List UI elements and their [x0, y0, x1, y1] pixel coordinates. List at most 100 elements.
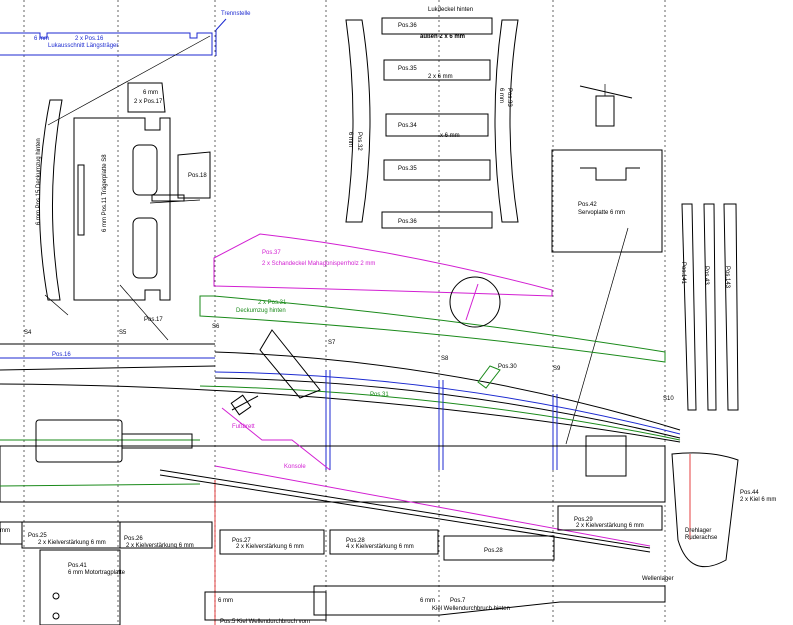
- konsole-outline: [221, 407, 331, 471]
- pos7-label: Pos.7: [450, 598, 466, 604]
- pos141-stringer: [681, 203, 697, 411]
- mid-x6-label: x 6 mm: [440, 133, 460, 139]
- pos27-desc-label: 2 x Kielverstärkung 6 mm: [236, 544, 304, 550]
- pos31-desc-label: Deckumzug hinten: [236, 308, 286, 314]
- pos41-desc-label: 6 mm Motortragplatte: [68, 570, 126, 576]
- pos5-label: Pos.5 Kiel Wellendurchbruch vorn: [220, 619, 310, 625]
- drehlager-label: Drehlager: [685, 528, 711, 534]
- station-s4-label: S4: [24, 330, 32, 336]
- pos42-label: Pos.42: [578, 202, 597, 208]
- pos29-label: Pos.29: [574, 517, 593, 523]
- pos44-desc-label: 2 x Kiel 6 mm: [740, 497, 776, 503]
- pos11-part-outline: [73, 117, 171, 301]
- pos28a-desc-label: 4 x Kielverstärkung 6 mm: [346, 544, 414, 550]
- pos28a-part: [329, 529, 439, 555]
- pos7-mm-label: 6 mm: [420, 598, 435, 604]
- pos41-label: Pos.41: [68, 563, 87, 569]
- pos37-desc-label: 2 x Schandeckel Mahagonisperrholz 2 mm: [262, 261, 375, 267]
- pos31-label: 2 x Pos.31: [258, 300, 287, 306]
- pos29-desc-label: 2 x Kielverstärkung 6 mm: [576, 523, 644, 529]
- pos36-top-slat: [381, 17, 493, 35]
- pos35-top-slat: [383, 59, 491, 81]
- pos29-part: [557, 505, 663, 531]
- pos36-bottom-slat: [381, 211, 493, 229]
- station-s6-label: S6: [212, 324, 220, 330]
- pos28a-label: Pos.28: [346, 538, 365, 544]
- pos36-bottom-label: Pos.36: [398, 219, 417, 225]
- pos26-part: [119, 521, 213, 549]
- pos37-schandeckel: [213, 233, 553, 297]
- pos28b-part: [443, 535, 555, 561]
- pos34-slat: [385, 113, 489, 137]
- pos141-label: Pos.141: [680, 262, 686, 285]
- station-s9-label: S9: [553, 366, 561, 372]
- mid-2x6-label: 2 x 6 mm: [428, 74, 453, 80]
- pos7-desc-label: Kiel Wellendurchbruch hinten: [432, 606, 510, 612]
- servo-detail-sketch: [579, 84, 633, 127]
- pos41-motor-plate: [39, 549, 121, 625]
- pos17-lower-label: Pos.17: [144, 317, 163, 323]
- pos28b-label: Pos.28: [484, 548, 503, 554]
- pos32-label: Pos.32: [356, 132, 362, 151]
- pos16-name-label: Lukausschnitt Längsträger: [48, 43, 118, 49]
- pos5-mm-label: 6 mm: [218, 598, 233, 604]
- station-s5-label: S5: [119, 330, 127, 336]
- pos16-side-label: Pos.16: [52, 352, 71, 358]
- fussbrett-label: Fußbrett: [232, 424, 255, 430]
- pos25-desc-label: 2 x Kielverstärkung 6 mm: [38, 540, 106, 546]
- pos35-bottom-label: Pos.35: [398, 166, 417, 172]
- pos17-count-label: 2 x Pos.17: [134, 99, 163, 105]
- pos42-servo-plate: [551, 149, 663, 253]
- pos17-mm-label: 6 mm: [143, 90, 158, 96]
- pos27-label: Pos.27: [232, 538, 251, 544]
- pos35-top-label: Pos.35: [398, 66, 417, 72]
- pos15-label: 6 mm Pos.15 Deckumzug hinten: [36, 138, 42, 225]
- detail-magnifier: [449, 276, 501, 328]
- pos30-label: Pos.30: [498, 364, 517, 370]
- pos33-label: Pos.33: [506, 88, 512, 107]
- pos17-part-outline: [127, 82, 166, 113]
- aussen-label: außen 2 x 6 mm: [420, 34, 465, 40]
- pos11-label: 6 mm Pos.11 Trägerplatte S8: [102, 154, 108, 232]
- motor-coupling: [121, 433, 193, 449]
- pos18-part-outline: [177, 151, 211, 199]
- pos43-stringer: [703, 203, 717, 411]
- keel-region: [0, 445, 666, 503]
- pos15-part-outline: [38, 99, 63, 301]
- station-s8-label: S8: [441, 356, 449, 362]
- servo-box: [585, 435, 627, 477]
- edge-mm-label: mm: [0, 528, 10, 534]
- pos18-label: Pos.18: [188, 173, 207, 179]
- pos35-bottom-slat: [383, 159, 491, 181]
- station-s10-label: S10: [663, 396, 674, 402]
- pos32-side-rail: [345, 19, 371, 223]
- pos5-keel-part: [204, 591, 327, 621]
- pos16-mm-label: 6 mm: [34, 36, 49, 42]
- pos27-part: [219, 529, 325, 555]
- pos33-side-rail: [494, 19, 519, 223]
- pos16-beam-outline: [0, 32, 213, 56]
- pos36-top-label: Pos.36: [398, 23, 417, 29]
- pos26-label: Pos.26: [124, 536, 143, 542]
- trennstelle-label: Trennstelle: [221, 11, 251, 17]
- pos37-label: Pos.37: [262, 250, 281, 256]
- pos32-mm-label: 6 mm: [347, 132, 353, 147]
- pos44-label: Pos.44: [740, 490, 759, 496]
- pos33-mm-label: 6 mm: [498, 88, 504, 103]
- pos143-stringer: [723, 203, 739, 411]
- pos25-label: Pos.25: [28, 533, 47, 539]
- motor-body: [35, 419, 123, 463]
- station-s7-label: S7: [328, 340, 336, 346]
- pos31-side-label: Pos.31: [370, 392, 389, 398]
- servo-plate-label: Servoplatte 6 mm: [578, 210, 625, 216]
- pos16-count-label: 2 x Pos.16: [75, 36, 104, 42]
- pos26-desc-label: 2 x Kielverstärkung 6 mm: [126, 543, 194, 549]
- ruderachse-label: Ruderachse: [685, 535, 718, 541]
- pos31-deckumzug: [199, 295, 666, 363]
- pos7-keel-part: [313, 585, 666, 616]
- pos143-label: Pos.143: [724, 266, 730, 289]
- pos43-label: Pos.43: [703, 266, 709, 285]
- lukdeckel-title: Lukdeckel hinten: [428, 7, 473, 13]
